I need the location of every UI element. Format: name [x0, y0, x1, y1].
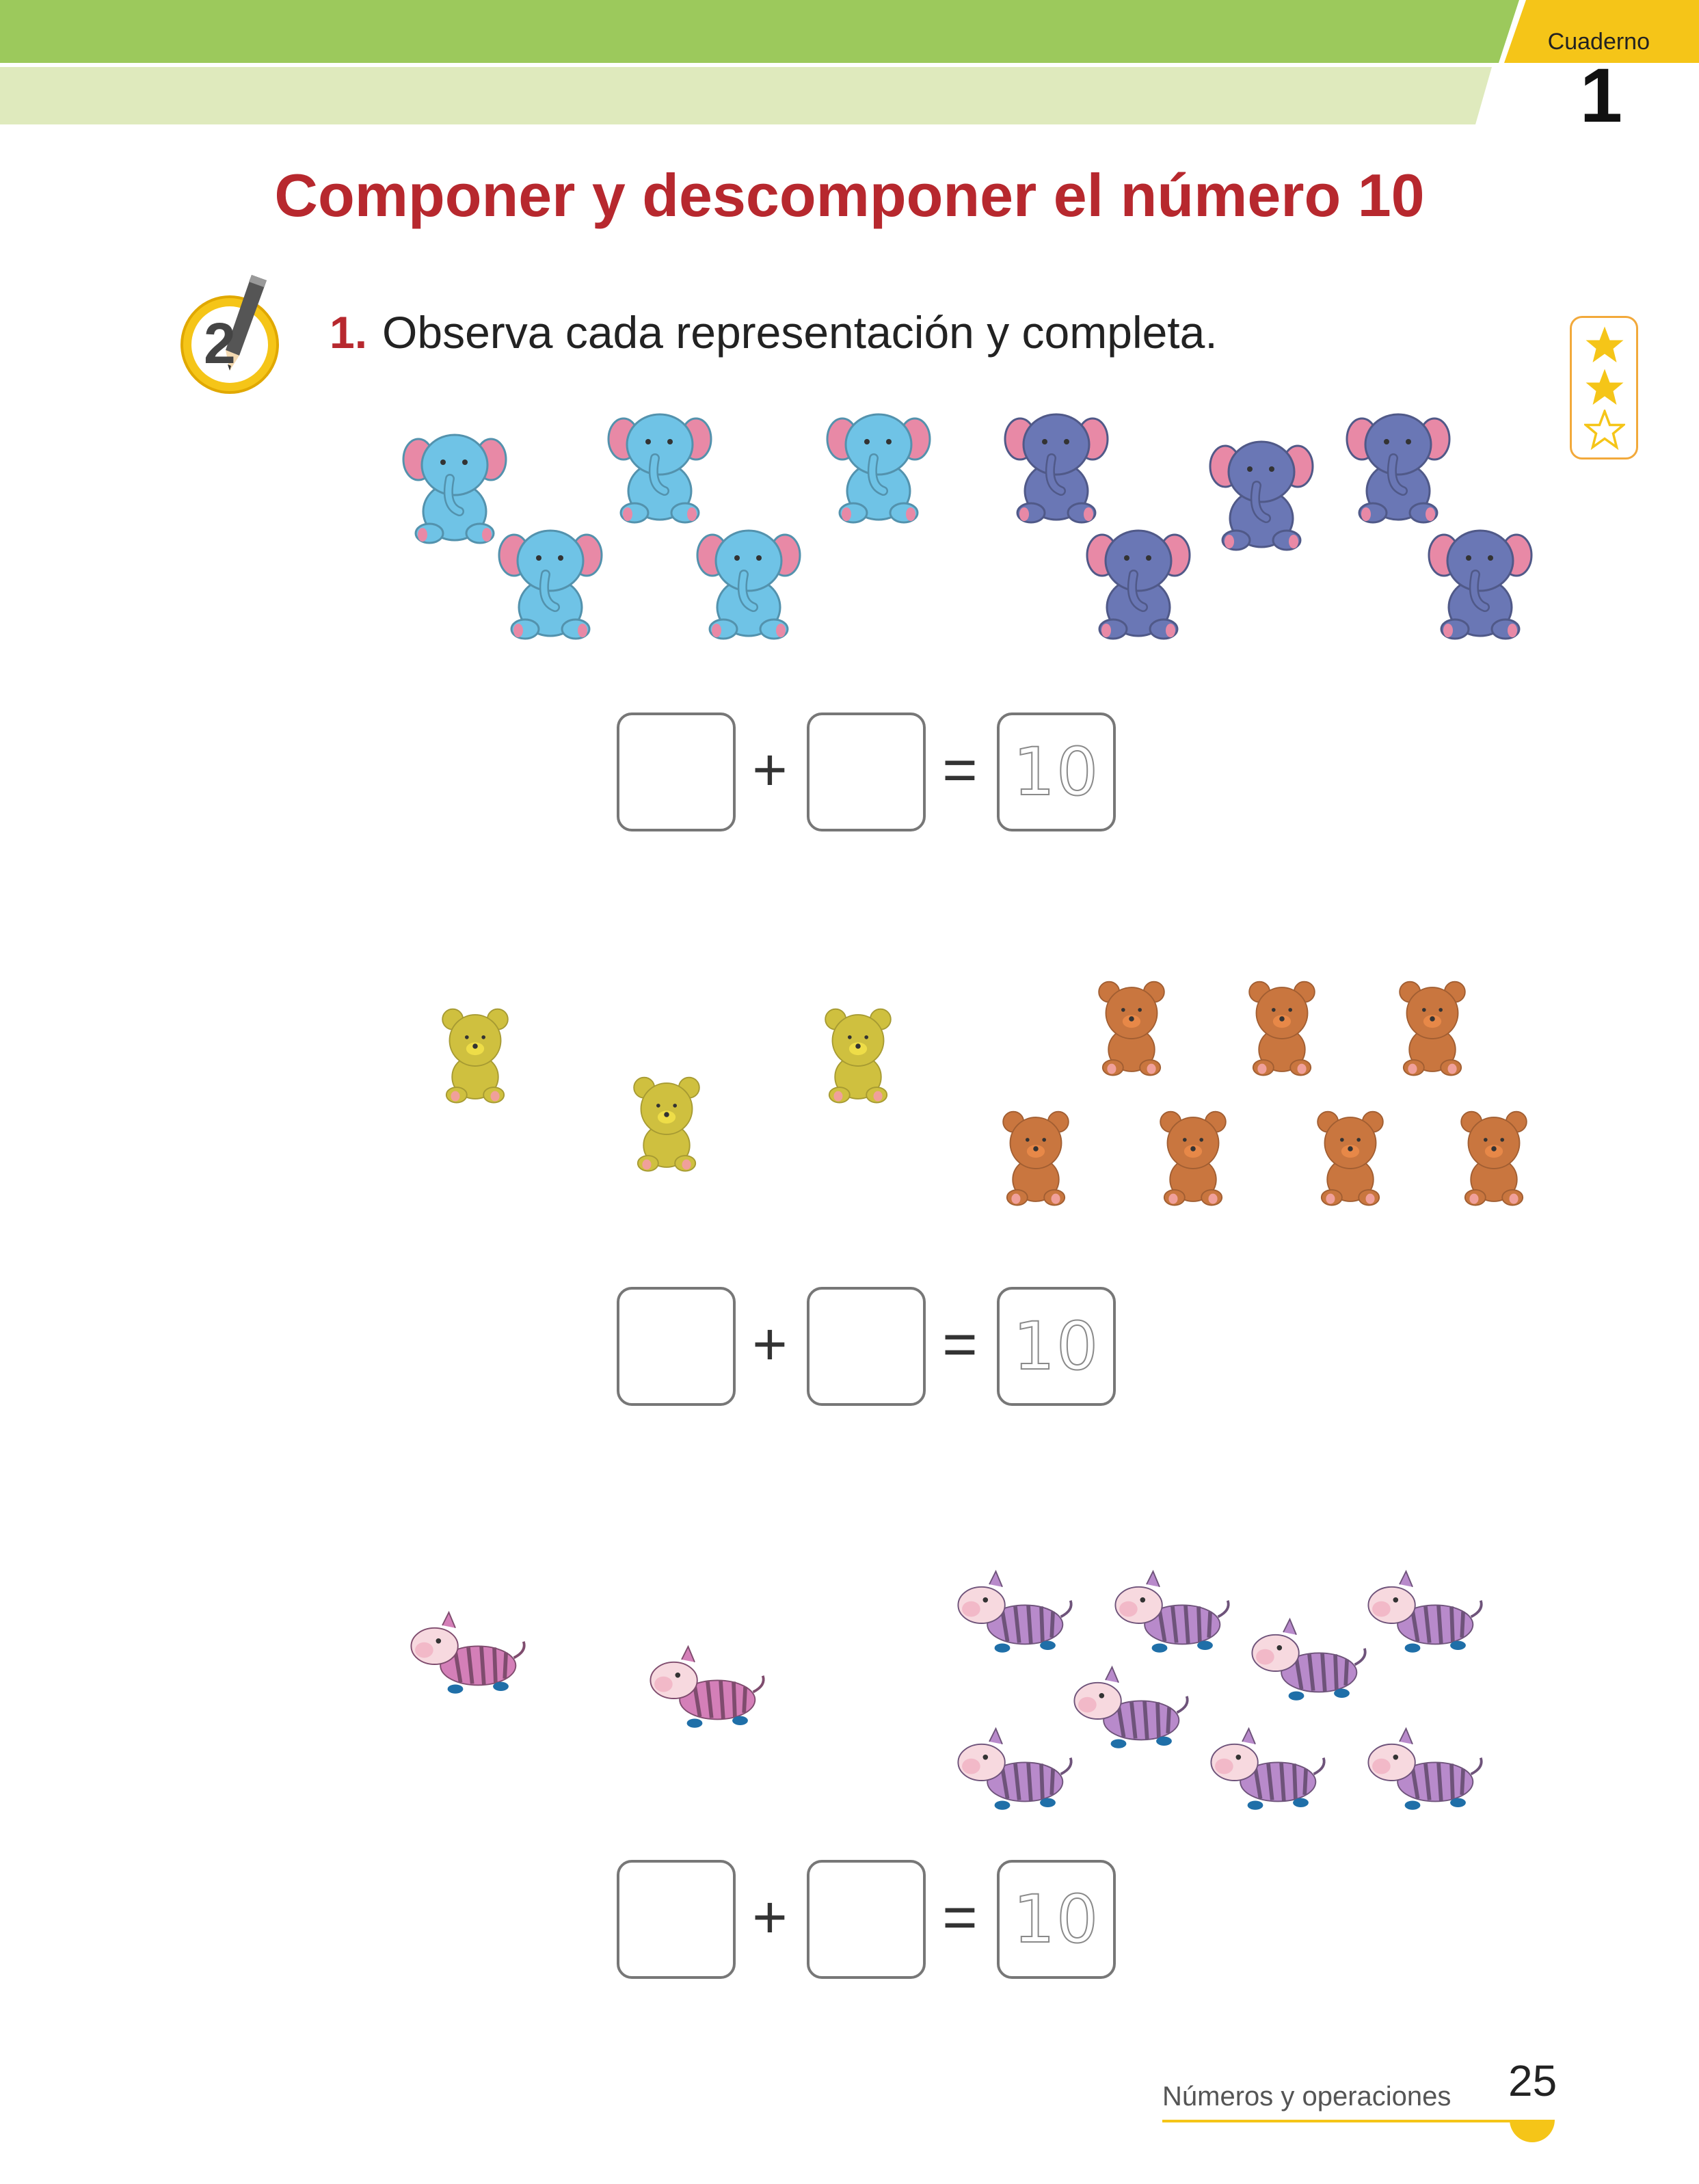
zebra-toy-icon: [1073, 1665, 1189, 1748]
footer-semicircle: [1510, 2120, 1555, 2142]
instruction-text: Observa cada representación y completa.: [382, 307, 1218, 358]
level-number: 2: [204, 311, 236, 375]
pencil-icon: [226, 275, 267, 371]
zebra-toy-icon: [957, 1569, 1073, 1653]
equals-sign: =: [942, 1883, 978, 1951]
zebra-toy-icon: [957, 1727, 1073, 1810]
level-badge: 2: [176, 268, 293, 398]
total-box: 10: [997, 713, 1116, 831]
plus-sign: +: [752, 736, 788, 803]
elephant-toy-icon: [826, 413, 931, 524]
answer-box-second[interactable]: [807, 1860, 926, 1979]
elephant-toy-icon: [402, 434, 507, 544]
elephant-toy-icon: [1004, 413, 1109, 524]
plus-sign: +: [752, 1883, 788, 1951]
bear-toy-icon: [1160, 1110, 1227, 1206]
elephant-toy-icon: [1209, 440, 1314, 551]
elephant-toy-icon: [1086, 529, 1191, 640]
zebra-toy-icon: [1251, 1617, 1367, 1701]
answer-box-second[interactable]: [807, 713, 926, 831]
bear-toy-icon: [1317, 1110, 1384, 1206]
answer-box-first[interactable]: [617, 713, 736, 831]
zebra-toy-icon: [1367, 1569, 1483, 1653]
star-filled-icon: [1586, 369, 1624, 405]
bear-toy-icon: [1248, 981, 1315, 1076]
bear-toy-icon: [1098, 981, 1165, 1076]
elephant-toy-icon: [1346, 413, 1451, 524]
star-filled-icon: [1586, 326, 1624, 362]
zebra-toy-icon: [650, 1644, 765, 1728]
elephant-toy-icon: [1428, 529, 1533, 640]
elephant-toy-icon: [696, 529, 801, 640]
elephant-toy-icon: [498, 529, 603, 640]
bear-toy-icon: [442, 1008, 509, 1104]
traced-total: 10: [1013, 733, 1100, 811]
zebra-toy-icon: [1210, 1727, 1326, 1810]
traced-total: 10: [1013, 1307, 1100, 1385]
cuaderno-number: 1: [1579, 53, 1622, 138]
footer-section-title: Números y operaciones: [1162, 2081, 1451, 2112]
page-number: 25: [1508, 2056, 1557, 2105]
bear-toy-icon: [1399, 981, 1466, 1076]
footer-underline: [1162, 2120, 1545, 2122]
header-band: [0, 0, 1699, 63]
equals-sign: =: [942, 736, 978, 803]
answer-box-first[interactable]: [617, 1287, 736, 1406]
star-outline-icon: [1584, 410, 1625, 451]
equals-sign: =: [942, 1310, 978, 1378]
header-subband: [0, 67, 1492, 124]
traced-total: 10: [1013, 1880, 1100, 1958]
exercise-number: 1.: [330, 307, 368, 358]
elephant-toy-icon: [607, 413, 712, 524]
total-box: 10: [997, 1287, 1116, 1406]
answer-box-first[interactable]: [617, 1860, 736, 1979]
zebra-toy-icon: [410, 1610, 526, 1694]
exercise-instruction: 1. Observa cada representación y completa…: [330, 308, 1218, 358]
bear-toy-icon: [633, 1076, 700, 1172]
plus-sign: +: [752, 1310, 788, 1378]
total-box: 10: [997, 1860, 1116, 1979]
zebra-toy-icon: [1367, 1727, 1483, 1810]
bear-toy-icon: [1460, 1110, 1527, 1206]
zebra-toy-icon: [1114, 1569, 1230, 1653]
bear-toy-icon: [1002, 1110, 1069, 1206]
cuaderno-label: Cuaderno: [1547, 29, 1650, 55]
difficulty-rating: [1570, 316, 1638, 460]
bear-toy-icon: [825, 1008, 892, 1104]
answer-box-second[interactable]: [807, 1287, 926, 1406]
page-title: Componer y descomponer el número 10: [274, 161, 1425, 229]
